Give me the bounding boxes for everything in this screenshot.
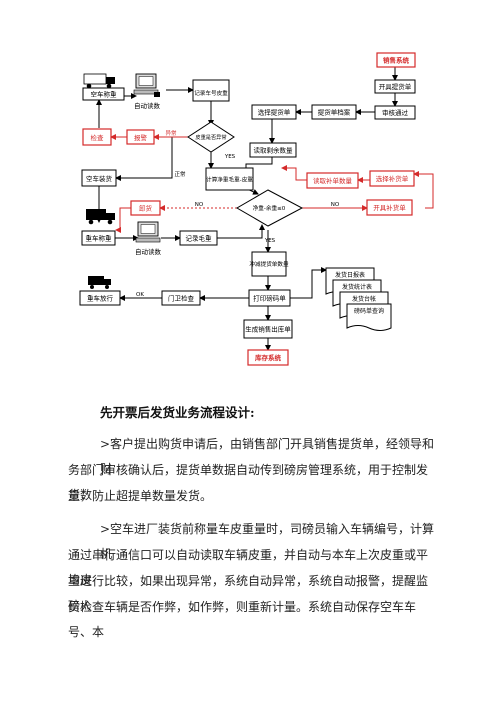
read-balance-label: 读取剩余数量 xyxy=(254,146,294,155)
heavy-weigh-box xyxy=(81,230,116,246)
issue-supp-label: 开具补货单 xyxy=(373,203,406,212)
issue-bill-box xyxy=(374,79,416,94)
release-truck-icon xyxy=(88,276,111,289)
select-bill-label: 选择提货单 xyxy=(258,108,291,117)
paragraph-1-line-1: >客户提出购货申请后，由销售部门开具销售提货单，经领导和财 xyxy=(100,437,435,476)
inspect-label: 检查 xyxy=(91,133,105,142)
alarm-label: 报警 xyxy=(134,133,148,142)
read-balance-box xyxy=(249,142,297,158)
gate-check-label: 门卫检查 xyxy=(168,294,195,303)
read-supp-box xyxy=(306,172,359,189)
truck-release-label: 重车放行 xyxy=(87,294,114,303)
loaded-truck-icon xyxy=(86,209,115,225)
computer-icon-2 xyxy=(135,221,161,243)
unload-label: 卸货 xyxy=(139,204,153,213)
section-heading: 先开票后发货业务流程设计: xyxy=(100,405,255,420)
empty-load-box xyxy=(81,169,117,187)
select-bill-box xyxy=(251,104,297,120)
report-label-4: 磅码单查询 xyxy=(354,307,384,315)
calc-net-label: 计算净重毛重-皮重 xyxy=(206,176,253,184)
empty-weigh-label: 空车称重 xyxy=(91,90,118,99)
heavy-weigh-label: 重车称重 xyxy=(86,234,113,243)
select-supp-label: 选择补货单 xyxy=(376,174,409,183)
empty-load-label: 空车装货 xyxy=(86,174,113,183)
paragraph-1-line-3: 量，防止超提单数量发货。 xyxy=(68,489,213,503)
record-gross-box xyxy=(179,230,218,246)
edge-label-ok: OK xyxy=(136,292,144,298)
net-compare-label: 净重-余重≤0 xyxy=(253,204,286,212)
sales-system-label: 销售系统 xyxy=(383,56,410,65)
reduce-balance-box xyxy=(251,251,287,277)
paragraph-2-line-4: 员检查车辆是否作弊，如作弊，则重新计量。系统自动保存空车车号、本 xyxy=(68,600,417,639)
auto-read-label-2: 自动读数 xyxy=(135,247,162,256)
issue-bill-label: 开具提货单 xyxy=(379,82,412,91)
inventory-system-box xyxy=(247,349,289,366)
record-tare-box xyxy=(192,79,230,102)
report-label-3: 发货台帐 xyxy=(352,295,376,303)
gate-check-box xyxy=(161,290,201,306)
reports-stack xyxy=(325,267,392,331)
inventory-system-label: 库存系统 xyxy=(255,353,282,362)
report-label-2: 发货统计表 xyxy=(342,283,372,291)
paragraph-2-line-2: 通过串行通信口可以自动读取车辆皮重，并自动与本车上次皮重或平均皮 xyxy=(68,548,429,587)
edge-label-normal: 正常 xyxy=(174,170,186,178)
edge-label-no-2: NO xyxy=(331,202,340,208)
auto-read-label-1: 自动读数 xyxy=(134,101,161,110)
inspect-box xyxy=(82,128,112,146)
paragraph-2-line-1: >空车进厂装货前称量车皮重量时，司磅员输入车辆编号，计算机 xyxy=(100,522,435,561)
gen-out-label: 生成销售出库单 xyxy=(245,325,291,334)
edge-label-no-1: NO xyxy=(195,202,204,208)
net-compare-diamond xyxy=(236,189,304,227)
sales-system-box xyxy=(376,52,416,68)
flowchart: 销售系统 开具提货单 审核通过 提货单档案 选择提货单 读取剩余数量 空车称重 … xyxy=(79,52,434,366)
tare-abnormal-diamond xyxy=(187,121,235,153)
reduce-balance-label: 冲减提货单数量 xyxy=(249,260,289,268)
bill-archive-label: 提货单档案 xyxy=(318,108,351,117)
calc-net-box xyxy=(205,167,254,191)
record-tare-label: 记录车号皮重 xyxy=(194,89,228,97)
gen-out-box xyxy=(243,319,293,339)
empty-truck-icon xyxy=(83,73,115,89)
edge-label-yes-1: YES xyxy=(224,154,236,160)
read-supp-label: 读取补单数量 xyxy=(313,176,353,185)
issue-supp-box xyxy=(366,199,413,216)
bill-archive-box xyxy=(311,104,357,120)
review-pass-box xyxy=(374,105,416,120)
select-supp-box xyxy=(369,170,415,187)
print-weigh-label: 打印磅码单 xyxy=(253,294,286,303)
truck-release-box xyxy=(79,290,121,306)
record-gross-label: 记录毛重 xyxy=(186,234,213,243)
unload-box xyxy=(130,200,161,216)
print-weigh-box xyxy=(248,289,291,307)
report-label-1: 发货日报表 xyxy=(335,271,365,279)
edge-label-yes-2: YES xyxy=(264,238,276,244)
computer-icon xyxy=(133,73,160,97)
paragraph-2-line-3: 重进行比较，如果出现异常，系统自动异常，系统自动报警，提醒监磅人 xyxy=(68,574,429,613)
alarm-box xyxy=(126,129,155,145)
review-pass-label: 审核通过 xyxy=(382,108,409,117)
empty-weigh-box xyxy=(82,87,125,101)
paragraph-1-line-2: 务部门审核确认后，提货单数据自动传到磅房管理系统，用于控制发货数 xyxy=(68,463,429,502)
tare-abnormal-label: 皮重是否异常 xyxy=(195,133,226,141)
edge-label-abnormal: 异常 xyxy=(165,129,177,137)
